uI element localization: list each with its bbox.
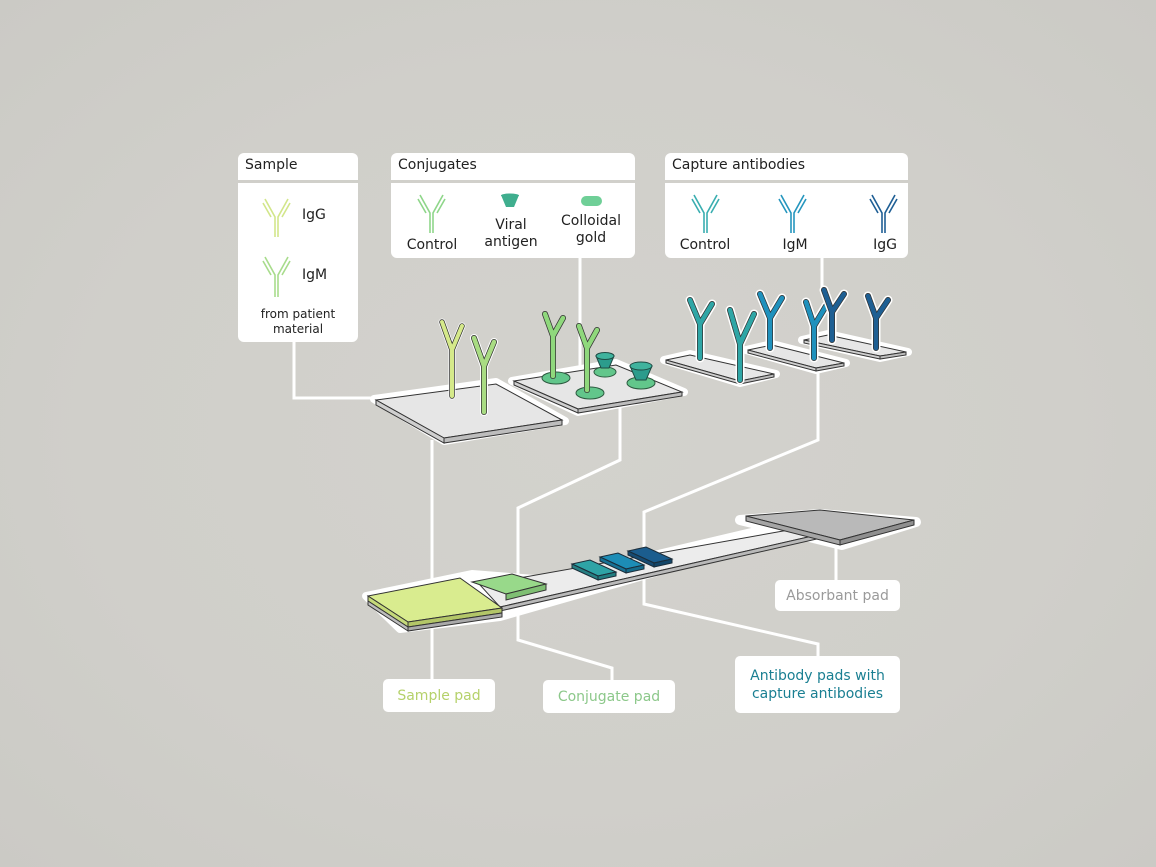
capture-igm-3d xyxy=(755,289,831,363)
conjugate-control-label: Control xyxy=(406,237,458,253)
connector-conjugate-pad-top xyxy=(516,408,622,578)
colloidal-gold-bases xyxy=(541,366,656,400)
capture-antibodies-3d xyxy=(685,285,893,385)
sample-note-line2: material xyxy=(272,322,324,336)
capture-igg-label: IgG xyxy=(873,237,897,253)
colloidal-gold-icon xyxy=(581,196,602,206)
sample-note: from patient material xyxy=(238,307,358,337)
antibody-pads-label-line1: Antibody pads with xyxy=(750,667,885,684)
capture-control-3d xyxy=(685,295,759,385)
viral-antigen-label: Viral antigen xyxy=(471,217,551,251)
sample-note-line1: from patient xyxy=(260,307,336,321)
capture-control-icon xyxy=(691,194,720,233)
antibody-pads xyxy=(570,546,674,581)
igg-antibody-icon xyxy=(262,198,291,237)
capture-platforms xyxy=(660,330,912,387)
capture-box: Control IgM IgG xyxy=(665,183,908,258)
capture-igg-3d xyxy=(819,285,893,353)
absorbant-pad xyxy=(745,509,915,546)
antibody-pads-label-line2: capture antibodies xyxy=(751,685,883,702)
sample-igm-3d xyxy=(470,334,498,416)
conjugate-pad xyxy=(470,573,548,601)
antibody-pads-label: Antibody pads with capture antibodies xyxy=(735,656,900,713)
capture-control-label: Control xyxy=(679,237,731,253)
absorbant-pad-label: Absorbant pad xyxy=(775,580,900,611)
sample-box-title: Sample xyxy=(238,153,358,180)
connector-antibody-label xyxy=(642,576,820,656)
sample-igm-label: IgM xyxy=(302,267,328,283)
sample-box: IgG IgM from patient material xyxy=(238,183,358,342)
colloidal-gold-label-line2: gold xyxy=(575,230,607,246)
conjugates-box: Control Viral antigen Colloidal gold xyxy=(391,183,635,258)
connector-lines xyxy=(292,258,838,680)
sample-igg-label: IgG xyxy=(302,207,326,223)
conjugate-pad-label: Conjugate pad xyxy=(543,680,675,713)
viral-antigen-label-line2: antigen xyxy=(484,234,538,250)
viral-antigen-label-line1: Viral xyxy=(495,217,527,233)
capture-box-title: Capture antibodies xyxy=(665,153,908,180)
sample-pad-label: Sample pad xyxy=(383,679,495,712)
conjugate-antibodies-3d xyxy=(542,311,600,393)
control-antibody-icon xyxy=(417,194,446,233)
sample-pad xyxy=(366,577,504,632)
test-strip xyxy=(362,509,921,633)
colloidal-gold-label-line1: Colloidal xyxy=(561,213,621,229)
sample-platform xyxy=(370,378,569,445)
capture-igm-icon xyxy=(778,194,807,233)
sample-igg-3d-body xyxy=(439,319,465,399)
igm-antibody-icon xyxy=(262,256,291,297)
connector-conjugate-pad-label xyxy=(516,604,614,680)
viral-antigen-icon xyxy=(501,193,519,207)
connector-sample-box xyxy=(292,342,378,400)
viral-antigen-3d xyxy=(595,352,653,381)
capture-igm-label: IgM xyxy=(782,237,808,253)
conjugates-box-title: Conjugates xyxy=(391,153,635,180)
colloidal-gold-label: Colloidal gold xyxy=(551,213,631,247)
connector-antibody-top xyxy=(642,370,820,560)
capture-igg-icon xyxy=(869,194,898,233)
